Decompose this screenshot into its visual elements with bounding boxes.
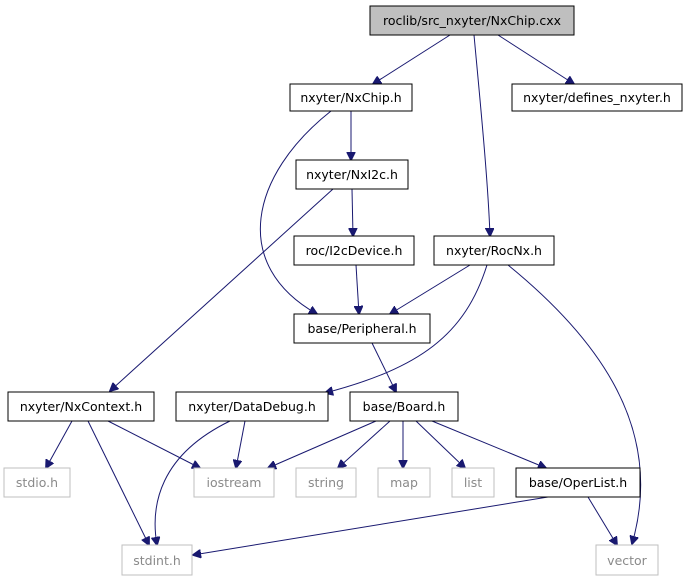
- node-stdio[interactable]: stdio.h: [3, 467, 71, 498]
- node-nxchip-cxx-label: roclib/src_nxyter/NxChip.cxx: [383, 13, 561, 28]
- edge-operlist-to-vector: [587, 496, 617, 545]
- node-list-label: list: [464, 475, 482, 490]
- node-nxchip-h[interactable]: nxyter/NxChip.h: [289, 83, 413, 112]
- node-stdint-label: stdint.h: [133, 553, 181, 568]
- node-stdint-box: [121, 544, 193, 576]
- node-nxi2c-label: nxyter/NxI2c.h: [306, 167, 398, 182]
- node-i2cdevice[interactable]: roc/I2cDevice.h: [293, 235, 415, 266]
- edge-nxcontext-to-iostream: [107, 420, 200, 468]
- node-i2cdevice-box: [293, 235, 415, 266]
- edge-datadebug-to-iostream: [236, 420, 246, 468]
- edge-rocnx-to-vector: [507, 264, 642, 544]
- node-list-box: [451, 467, 495, 498]
- edge-nxi2c-to-i2cdevice: [352, 188, 353, 236]
- node-nxi2c[interactable]: nxyter/NxI2c.h: [295, 159, 409, 190]
- node-peripheral-box: [293, 313, 431, 344]
- edge-rocnx-to-peripheral: [390, 264, 471, 314]
- node-map-label: map: [390, 475, 418, 490]
- node-operlist[interactable]: base/OperList.h: [515, 467, 641, 498]
- node-vector-label: vector: [607, 553, 648, 568]
- edge-board-to-list: [415, 420, 465, 468]
- node-vector-box: [595, 544, 659, 576]
- node-rocnx-box: [433, 235, 555, 266]
- node-iostream-box: [193, 467, 275, 498]
- node-map-box: [377, 467, 431, 498]
- edge-board-to-iostream: [268, 420, 377, 468]
- node-datadebug-label: nxyter/DataDebug.h: [188, 399, 316, 414]
- node-iostream[interactable]: iostream: [193, 467, 275, 498]
- node-defines-nxyter[interactable]: nxyter/defines_nxyter.h: [511, 83, 683, 112]
- node-string-label: string: [308, 475, 344, 490]
- edge-rocnx-to-datadebug: [325, 264, 488, 393]
- node-stdio-label: stdio.h: [16, 475, 58, 490]
- node-board-label: base/Board.h: [363, 399, 446, 414]
- node-i2cdevice-label: roc/I2cDevice.h: [306, 243, 403, 258]
- node-nxcontext-box: [7, 391, 155, 422]
- node-list[interactable]: list: [451, 467, 495, 498]
- node-nxcontext[interactable]: nxyter/NxContext.h: [7, 391, 155, 422]
- edge-layer: [46, 34, 642, 555]
- node-stdio-box: [3, 467, 71, 498]
- node-board[interactable]: base/Board.h: [349, 391, 459, 422]
- node-rocnx-label: nxyter/RocNx.h: [446, 243, 542, 258]
- edge-nxchip-cxx-to-defines-nxyter: [497, 34, 574, 84]
- node-datadebug-box: [175, 391, 329, 422]
- edge-nxcontext-to-stdio: [46, 420, 73, 468]
- edge-board-to-string: [338, 420, 391, 468]
- node-datadebug[interactable]: nxyter/DataDebug.h: [175, 391, 329, 422]
- node-vector[interactable]: vector: [595, 544, 659, 576]
- edge-board-to-operlist: [431, 420, 546, 468]
- node-defines-nxyter-label: nxyter/defines_nxyter.h: [523, 90, 671, 105]
- node-board-box: [349, 391, 459, 422]
- edge-peripheral-to-board: [371, 342, 396, 392]
- edge-nxcontext-to-stdint: [87, 420, 149, 545]
- node-string[interactable]: string: [295, 467, 357, 498]
- node-layer: roclib/src_nxyter/NxChip.cxx nxyter/NxCh…: [3, 5, 683, 576]
- edge-nxi2c-to-nxcontext: [110, 188, 334, 391]
- node-nxi2c-box: [295, 159, 409, 190]
- node-rocnx[interactable]: nxyter/RocNx.h: [433, 235, 555, 266]
- edge-nxchip-cxx-to-rocnx: [473, 34, 490, 236]
- node-iostream-label: iostream: [207, 475, 262, 490]
- node-string-box: [295, 467, 357, 498]
- edge-nxchip-cxx-to-nxchip-h: [373, 34, 451, 84]
- node-nxchip-h-box: [289, 83, 413, 112]
- edge-operlist-to-stdint: [193, 496, 549, 555]
- node-stdint[interactable]: stdint.h: [121, 544, 193, 576]
- node-map[interactable]: map: [377, 467, 431, 498]
- node-defines-nxyter-box: [511, 83, 683, 112]
- edge-i2cdevice-to-peripheral: [356, 264, 359, 314]
- node-nxchip-cxx-box: [369, 5, 575, 36]
- node-nxchip-cxx[interactable]: roclib/src_nxyter/NxChip.cxx: [369, 5, 575, 36]
- edge-datadebug-to-stdint: [155, 420, 231, 545]
- node-nxcontext-label: nxyter/NxContext.h: [20, 399, 142, 414]
- node-nxchip-h-label: nxyter/NxChip.h: [300, 90, 401, 105]
- node-operlist-box: [515, 467, 641, 498]
- node-peripheral[interactable]: base/Peripheral.h: [293, 313, 431, 344]
- edge-nxchip-h-to-peripheral: [259, 110, 332, 314]
- node-peripheral-label: base/Peripheral.h: [307, 321, 416, 336]
- node-operlist-label: base/OperList.h: [529, 475, 627, 490]
